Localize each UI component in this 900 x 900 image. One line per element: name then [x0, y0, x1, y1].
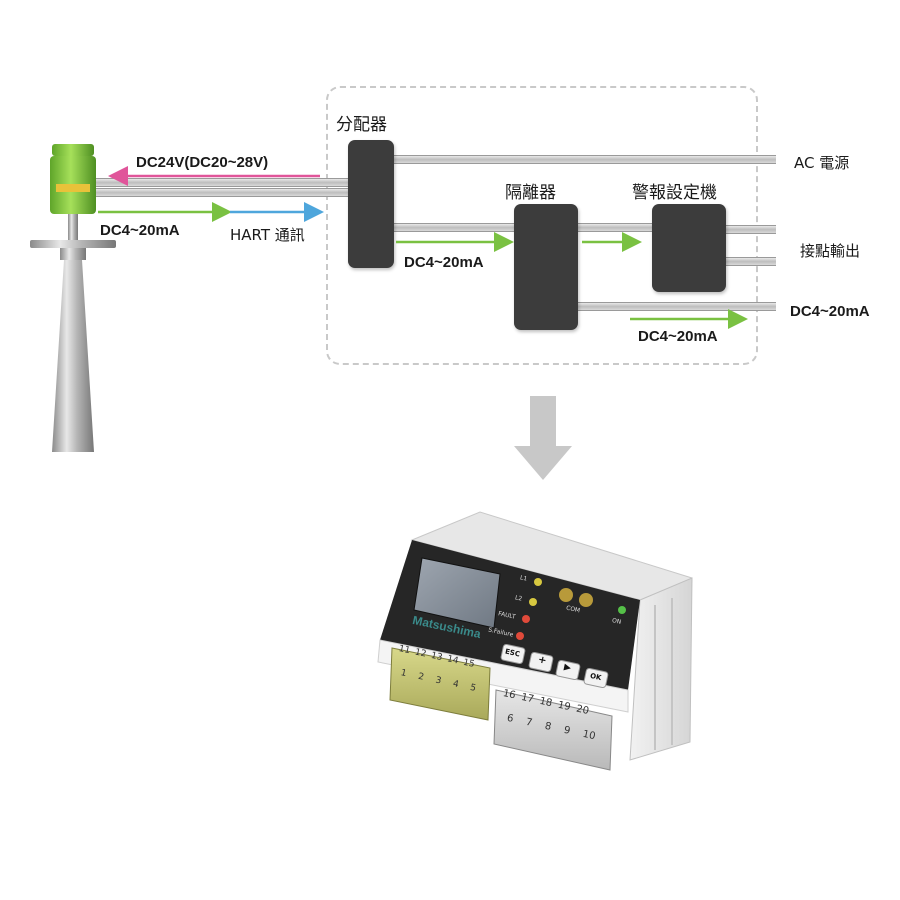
terminal-number: 16	[501, 688, 517, 702]
cable-sensor-to-distributor-1	[92, 178, 350, 187]
distributor-box	[348, 140, 394, 268]
terminal-number: 20	[575, 703, 590, 717]
cable-sensor-to-distributor-2	[92, 188, 350, 197]
terminal-number: 10	[581, 728, 597, 743]
terminal-number: 4	[451, 679, 460, 691]
hart-label: HART 通訊	[230, 226, 305, 244]
isolator-output-label: DC4~20mA	[638, 328, 718, 345]
down-arrow-icon	[514, 396, 572, 480]
led-label-l1: L1	[519, 574, 528, 583]
distributor-output-label: DC4~20mA	[404, 254, 484, 271]
sensor-output-label: DC4~20mA	[100, 222, 180, 239]
ac-power-label: AC 電源	[794, 154, 850, 172]
terminal-number: 14	[446, 654, 460, 667]
terminal-number: 9	[562, 724, 572, 737]
terminal-number: 11	[397, 644, 412, 657]
terminal-number: 13	[429, 650, 444, 664]
terminal-number: 15	[462, 657, 476, 670]
led-label-l2: L2	[514, 594, 523, 603]
power-in-label: DC24V(DC20~28V)	[136, 154, 269, 171]
alarm-unit-box	[652, 204, 726, 292]
isolator-label: 隔離器	[505, 183, 556, 203]
cable-distributor-to-isolator	[392, 223, 516, 232]
distributor-label: 分配器	[336, 115, 387, 135]
terminal-number: 6	[505, 712, 515, 725]
alarm-unit-label: 警報設定機	[632, 183, 717, 203]
terminal-number: 19	[556, 699, 572, 714]
terminal-number: 18	[538, 695, 554, 710]
cable-isolator-to-alarm	[576, 223, 654, 232]
terminal-number: 7	[524, 716, 534, 729]
terminal-number: 1	[399, 668, 408, 680]
contact-output-label: 接點輸出	[800, 242, 861, 260]
cable-contact-out-2	[724, 257, 776, 266]
terminal-number: 12	[413, 647, 428, 660]
cable-isolator-output	[576, 302, 776, 311]
radar-level-sensor-icon	[30, 144, 116, 452]
terminal-number: 2	[417, 671, 425, 683]
terminal-number: 3	[434, 675, 443, 687]
isolator-box	[514, 204, 578, 330]
cable-contact-out-1	[724, 225, 776, 234]
terminal-number: 8	[543, 720, 553, 733]
right-output-label: DC4~20mA	[790, 303, 870, 320]
terminal-number: 17	[520, 691, 535, 706]
cable-ac-power	[392, 155, 776, 164]
